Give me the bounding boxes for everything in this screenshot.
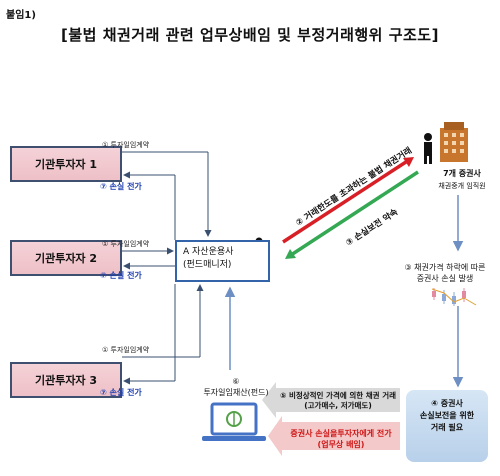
abnormal-trade-band	[262, 382, 400, 418]
building-icon	[440, 122, 468, 162]
step4-line1: ④ 증권사	[431, 399, 463, 408]
securities-role: 채권중개 임직원	[438, 182, 486, 190]
step5-line2: (고가매수, 저가매도)	[304, 401, 372, 410]
securities-name: 7개 증권사	[443, 169, 481, 178]
step4-box: ④ 증권사 손실보전을 위한 거래 필요	[406, 390, 488, 462]
investor-2-box: 기관투자자 2	[10, 240, 122, 276]
securities-label: 7개 증권사 채권중개 임직원	[424, 168, 500, 192]
price-drop-line2: 증권사 손실 발생	[416, 274, 474, 283]
contract-label-3: ① 투자일임계약	[102, 346, 150, 354]
loss-promise-arrow	[290, 170, 419, 257]
step6-num: ⑥	[232, 377, 240, 386]
attachment-tag: 붙임1)	[6, 10, 36, 21]
transfer-line2: (업무상 배임)	[317, 440, 365, 449]
step4-line2: 손실보전을 위한	[419, 411, 475, 420]
step5-line1: ⑤ 비정상적인 가격에 의한 채권 거래	[279, 391, 396, 400]
price-drop-chart-icon	[430, 286, 480, 306]
loss-promise-label: ③ 손실보전 약속	[344, 206, 400, 248]
price-drop-label: ③ 채권가격 하락에 따른 증권사 손실 발생	[393, 262, 497, 284]
transfer-label: 증권사 손실을투자자에게 전가 (업무상 배임)	[282, 428, 400, 450]
loss-label-1: ⑦ 손실 전가	[100, 182, 142, 191]
loss-label-2: ⑦ 손실 전가	[100, 271, 142, 280]
contract-label-2: ① 투자일임계약	[102, 240, 150, 248]
loss-label-3: ⑦ 손실 전가	[100, 388, 142, 397]
transfer-line1: 증권사 손실을투자자에게 전가	[290, 429, 392, 438]
loss-transfer-band	[268, 416, 400, 456]
laptop-icon	[202, 402, 266, 441]
price-drop-line1: ③ 채권가격 하락에 따른	[404, 263, 486, 272]
step4-line3: 거래 필요	[430, 423, 464, 432]
investor-1-box: 기관투자자 1	[10, 146, 122, 182]
broker-person-icon	[424, 133, 432, 164]
step6-text: 투자일임재산(펀드)	[203, 388, 269, 397]
asset-manager-box: A 자산운용사 (펀드매니저)	[175, 240, 270, 282]
step6-label: ⑥ 투자일임재산(펀드)	[196, 376, 276, 398]
asset-manager-name: A 자산운용사	[183, 247, 234, 257]
contract-label-1: ① 투자일임계약	[102, 141, 150, 149]
step5-label: ⑤ 비정상적인 가격에 의한 채권 거래 (고가매수, 저가매도)	[276, 391, 400, 411]
asset-manager-role: (펀드매니저)	[183, 260, 232, 270]
investor-3-box: 기관투자자 3	[10, 362, 122, 398]
illegal-trade-arrow	[282, 158, 410, 244]
page-title: [불법 채권거래 관련 업무상배임 및 부정거래행위 구조도]	[61, 26, 439, 44]
